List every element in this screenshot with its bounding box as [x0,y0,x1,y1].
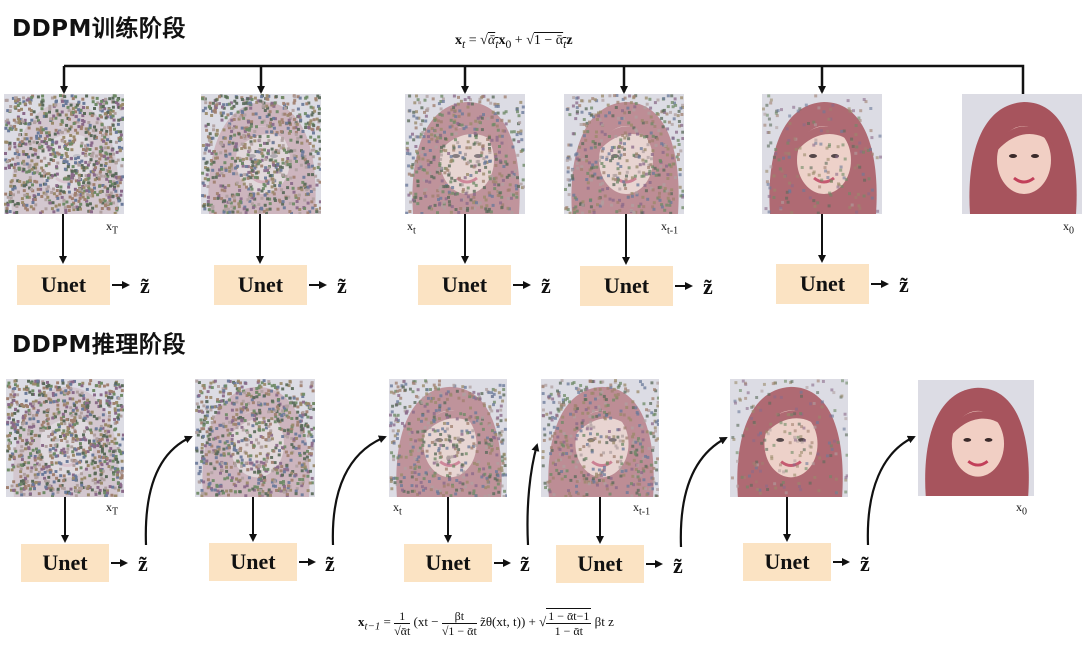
training-formula: xt = √ᾱtx0 + √1 − ᾱtz [455,33,573,51]
training-title: DDPM训练阶段 [12,16,186,42]
train-image-5 [762,94,882,214]
image-canvas [4,94,124,214]
train-ztilde-3: z̃ [541,273,551,298]
train-ztilde-1: z̃ [140,273,150,298]
infer-label-xt: xt [393,500,402,518]
train-image-xT [4,94,124,214]
infer-label-x0: x0 [1016,500,1027,518]
infer-unet-5: Unet [743,543,831,581]
infer-curve-1 [144,435,193,546]
train-label-xt-1: xt-1 [661,219,679,237]
train-image-2 [201,94,321,214]
image-canvas [201,94,321,214]
train-unet-3: Unet [418,265,511,305]
infer-curve-3 [526,443,540,546]
image-canvas [405,94,525,214]
image-canvas [730,379,848,497]
train-label-xT: xT [106,219,119,237]
infer-image-xt [389,379,507,497]
image-canvas [389,379,507,497]
image-canvas [541,379,659,497]
infer-label-xT: xT [106,500,119,518]
image-canvas [195,379,315,497]
train-unet-1: Unet [17,265,110,305]
image-canvas [762,94,882,214]
infer-image-xt-1 [541,379,659,497]
infer-unet-2: Unet [209,543,297,581]
infer-ztilde-5: z̃ [860,551,870,576]
train-bus-line [64,64,1025,94]
train-label-xt: xt [407,219,416,237]
train-image-xt-1 [564,94,684,214]
infer-image-x0 [918,380,1034,496]
infer-image-5 [730,379,848,497]
infer-ztilde-3: z̃ [520,551,530,576]
train-unet-2: Unet [214,265,307,305]
infer-ztilde-2: z̃ [325,551,335,576]
train-image-xt [405,94,525,214]
infer-ztilde-1: z̃ [138,551,148,576]
image-canvas [962,94,1082,214]
train-ztilde-2: z̃ [337,273,347,298]
train-unet-4: Unet [580,266,673,306]
inference-formula: xt−1 = 1√ᾱt (xt − βt√1 − ᾱt z̃θ(xt, t)) … [358,608,614,638]
infer-unet-1: Unet [21,544,109,582]
train-ztilde-5: z̃ [899,272,909,297]
train-unet-5: Unet [776,264,869,304]
train-label-x0: x0 [1063,219,1074,237]
infer-curve-4 [679,437,728,548]
train-image-x0 [962,94,1082,214]
infer-unet-3: Unet [404,544,492,582]
infer-label-xt-1: xt-1 [633,500,651,518]
infer-curve-5 [866,435,916,546]
infer-ztilde-4: z̃ [673,553,683,578]
image-canvas [564,94,684,214]
infer-image-2 [195,379,315,497]
train-ztilde-4: z̃ [703,274,713,299]
image-canvas [918,380,1034,496]
image-canvas [6,379,124,497]
inference-title: DDPM推理阶段 [12,332,186,358]
infer-curve-2 [331,435,387,546]
infer-unet-4: Unet [556,545,644,583]
infer-image-xT [6,379,124,497]
